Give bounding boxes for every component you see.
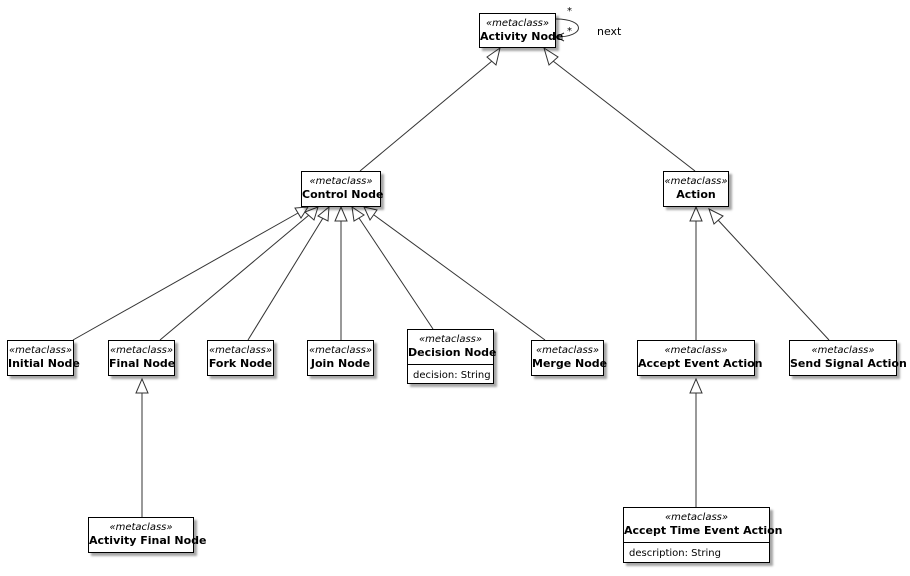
class-name: Decision Node (408, 346, 497, 359)
stereotype-label: «metaclass» (309, 176, 373, 187)
class-activity-node[interactable]: «metaclass» Activity Node (479, 13, 564, 48)
stereotype-label: «metaclass» (664, 176, 728, 187)
stereotype-label: «metaclass» (8, 345, 73, 356)
class-name: Fork Node (208, 357, 273, 370)
target-multiplicity: * (567, 26, 572, 37)
stereotype-label: «metaclass» (109, 345, 174, 356)
generalization-arrowhead (543, 46, 559, 66)
generalization-action-to-activity (552, 60, 696, 172)
generalization-decision-to-control (358, 217, 434, 330)
class-control-node[interactable]: «metaclass» Control Node (301, 171, 384, 207)
class-name: Control Node (302, 188, 384, 201)
generalization-arrowhead (334, 205, 348, 222)
generalization-arrowhead (708, 208, 724, 225)
class-attribute: decision: String (408, 364, 493, 382)
stereotype-label: «metaclass» (664, 512, 729, 523)
generalization-arrowhead (294, 206, 309, 219)
class-accept-time-event-action[interactable]: «metaclass» Accept Time Event Action des… (623, 507, 783, 563)
generalization-arrowhead (135, 377, 149, 394)
association-label-next: next (597, 25, 622, 38)
class-join-node[interactable]: «metaclass» Join Node (307, 340, 374, 376)
generalization-arrowhead (689, 205, 703, 222)
stereotype-label: «metaclass» (485, 18, 550, 29)
class-fork-node[interactable]: «metaclass» Fork Node (207, 340, 274, 376)
class-final-node[interactable]: «metaclass» Final Node (108, 340, 175, 376)
class-name: Join Node (310, 357, 371, 370)
generalization-arrowhead (317, 205, 330, 222)
class-name: Accept Time Event Action (624, 524, 783, 537)
stereotype-label: «metaclass» (811, 345, 875, 356)
class-name: Merge Node (532, 357, 608, 370)
stereotype-label: «metaclass» (664, 345, 728, 356)
class-name: Action (676, 188, 716, 201)
source-multiplicity: * (567, 6, 572, 17)
class-decision-node[interactable]: «metaclass» Decision Node decision: Stri… (407, 329, 497, 384)
stereotype-label: «metaclass» (308, 345, 373, 356)
association-arrowhead (554, 32, 565, 42)
generalization-arrowhead (363, 206, 378, 221)
generalization-merge-to-control (373, 214, 546, 341)
generalization-send-signal-to-action (717, 219, 830, 341)
generalization-fork-to-control (247, 217, 324, 341)
generalization-arrowhead (689, 377, 703, 394)
stereotype-label: «metaclass» (535, 345, 600, 356)
class-name: Accept Event Action (638, 357, 763, 370)
class-accept-event-action[interactable]: «metaclass» Accept Event Action (637, 340, 763, 376)
self-association-next (555, 18, 579, 38)
class-name: Final Node (109, 357, 176, 370)
class-initial-node[interactable]: «metaclass» Initial Node (7, 340, 80, 376)
class-activity-final-node[interactable]: «metaclass» Activity Final Node (88, 517, 207, 553)
generalization-arrowhead (351, 205, 365, 222)
class-attribute: description: String (624, 542, 769, 560)
generalization-arrowhead (304, 206, 319, 221)
class-name: Initial Node (8, 357, 80, 370)
generalization-arrowhead (486, 46, 501, 66)
stereotype-label: «metaclass» (109, 522, 173, 533)
class-send-signal-action[interactable]: «metaclass» Send Signal Action (789, 340, 907, 376)
stereotype-label: «metaclass» (208, 345, 273, 356)
generalization-final-to-control (159, 214, 310, 341)
class-action[interactable]: «metaclass» Action (663, 171, 729, 207)
class-name: Send Signal Action (790, 357, 907, 370)
class-name: Activity Final Node (89, 534, 207, 547)
class-name: Activity Node (480, 30, 564, 43)
generalization-control-to-activity (359, 60, 493, 172)
generalization-initial-to-control (72, 212, 299, 341)
stereotype-label: «metaclass» (418, 334, 483, 345)
class-merge-node[interactable]: «metaclass» Merge Node (531, 340, 608, 376)
